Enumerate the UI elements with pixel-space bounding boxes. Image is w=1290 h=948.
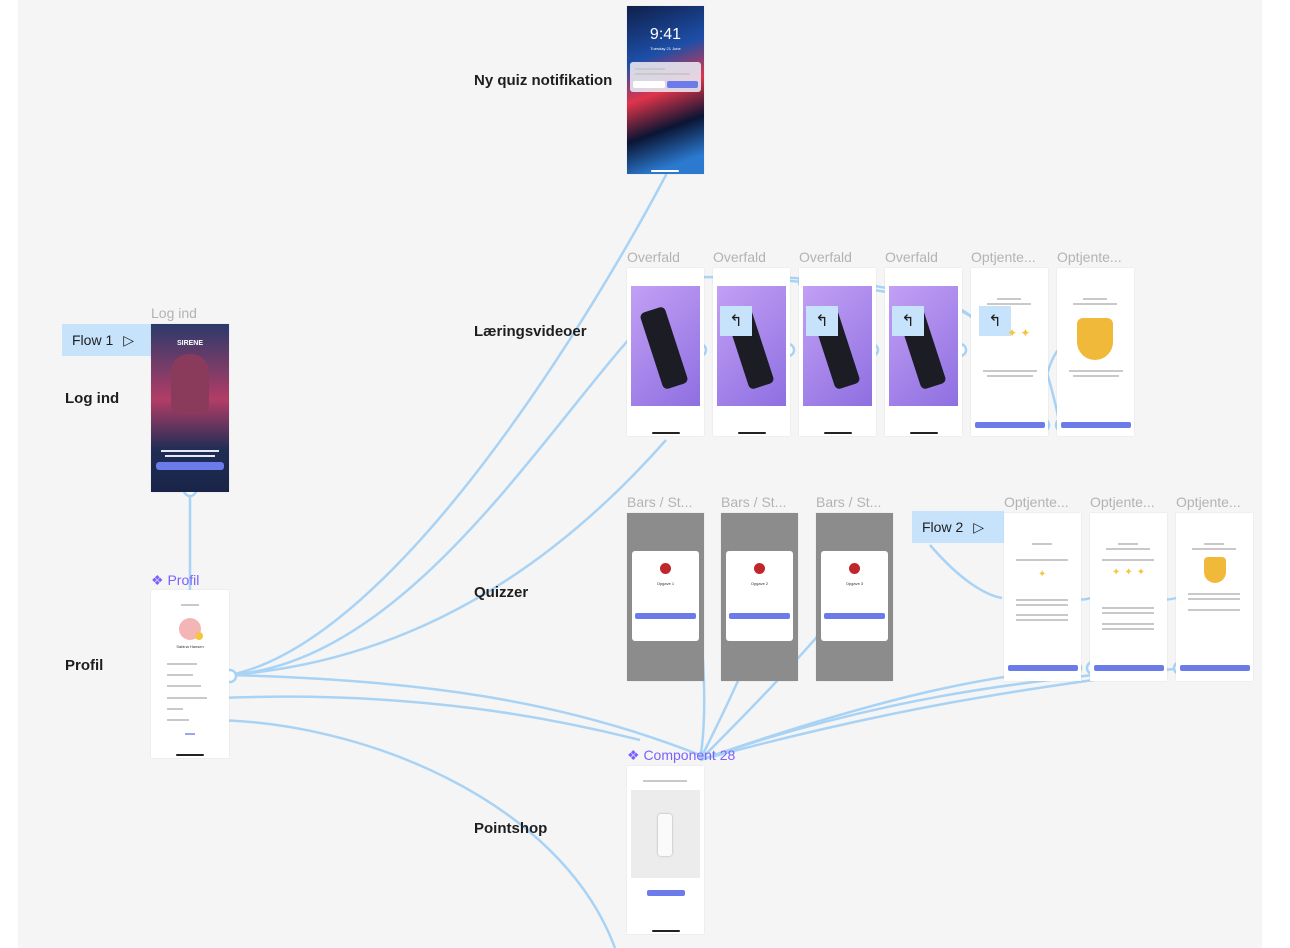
frame-earned-4[interactable]: ✦✦✦: [1090, 513, 1167, 681]
start-quiz-button[interactable]: [729, 613, 790, 619]
flow-2-label: Flow 2: [922, 519, 964, 535]
frame-earned-1[interactable]: ↰ ✦ ✦: [971, 268, 1048, 436]
frame-title-video-3: Overfald: [799, 249, 852, 265]
shield-badge-icon: [195, 632, 203, 640]
quiz-card[interactable]: Opgave 3: [821, 551, 888, 641]
star-icon: ✦: [1038, 569, 1047, 580]
video-thumbnail[interactable]: ↰: [803, 286, 872, 406]
profile-name: Sabina Hansen: [176, 644, 204, 649]
quiz-icon: [754, 563, 765, 574]
frame-video-2[interactable]: ↰: [713, 268, 790, 436]
quiz-icon: [660, 563, 671, 574]
frame-earned-2[interactable]: [1057, 268, 1134, 436]
frame-title-video-1: Overfald: [627, 249, 680, 265]
notification-banner[interactable]: [630, 62, 701, 92]
component-title-component-28: ❖ Component 28: [627, 747, 736, 763]
row-label-profile: Profil: [65, 657, 104, 674]
flow-2-start[interactable]: Flow 2 ▷: [912, 511, 1004, 543]
continue-button[interactable]: [1094, 665, 1164, 671]
frame-title-login: Log ind: [151, 305, 197, 321]
flow-1-start[interactable]: Flow 1 ▷: [62, 324, 152, 356]
start-quiz-button[interactable]: [635, 613, 696, 619]
frame-profile[interactable]: Sabina Hansen: [151, 590, 229, 758]
shield-badge-icon: [1204, 557, 1226, 583]
frame-title-quiz-3: Bars / St...: [816, 494, 882, 510]
quiz-card[interactable]: Opgave 1: [632, 551, 699, 641]
frame-title-quiz-2: Bars / St...: [721, 494, 787, 510]
frame-title-quiz-1: Bars / St...: [627, 494, 693, 510]
login-portrait: [171, 354, 209, 414]
star-icon: ✦ ✦: [1007, 326, 1031, 340]
frame-video-4[interactable]: ↰: [885, 268, 962, 436]
quiz-title: Opgave 3: [845, 581, 864, 586]
start-quiz-button[interactable]: [824, 613, 885, 619]
row-label-pointshop: Pointshop: [474, 820, 548, 837]
component-title-profile: ❖ Profil: [151, 572, 200, 588]
login-brand: SIRENE: [176, 340, 204, 347]
frame-quiz-3[interactable]: Opgave 3: [816, 513, 893, 681]
flow-1-label: Flow 1: [72, 332, 114, 348]
frame-video-3[interactable]: ↰: [799, 268, 876, 436]
product-image[interactable]: [631, 790, 700, 878]
frame-earned-3[interactable]: ✦: [1004, 513, 1081, 681]
back-arrow-icon: ↰: [720, 306, 752, 336]
star-icon: ✦✦✦: [1112, 567, 1150, 578]
back-arrow-icon: ↰: [979, 306, 1011, 336]
continue-button[interactable]: [1061, 422, 1131, 428]
frame-quiz-2[interactable]: Opgave 2: [721, 513, 798, 681]
frame-title-video-2: Overfald: [713, 249, 766, 265]
quiz-title: Opgave 2: [750, 581, 769, 586]
back-arrow-icon: ↰: [892, 306, 924, 336]
row-label-login: Log ind: [65, 390, 120, 407]
row-label-quizzes: Quizzer: [474, 584, 529, 601]
frame-pointshop[interactable]: [627, 766, 704, 934]
lockscreen-date: Tuesday 21 June: [650, 46, 681, 51]
frame-title-video-4: Overfald: [885, 249, 938, 265]
video-thumbnail[interactable]: ↰: [717, 286, 786, 406]
lockscreen-time: 9:41: [649, 26, 682, 43]
frame-notification-lockscreen[interactable]: 9:41 Tuesday 21 June: [627, 6, 704, 174]
quiz-title: Opgave 1: [656, 581, 675, 586]
frame-quiz-1[interactable]: Opgave 1: [627, 513, 704, 681]
quiz-icon: [849, 563, 860, 574]
buy-button[interactable]: [647, 890, 685, 896]
continue-button[interactable]: [975, 422, 1045, 428]
frame-title-earned-5: Optjente...: [1176, 494, 1241, 510]
shield-badge-icon: [1077, 318, 1113, 360]
quiz-card[interactable]: Opgave 2: [726, 551, 793, 641]
play-triangle-icon: ▷: [123, 331, 135, 348]
play-triangle-icon: ▷: [973, 518, 985, 535]
row-label-notification: Ny quiz notifikation: [474, 72, 613, 89]
login-button[interactable]: [156, 462, 224, 470]
video-thumbnail[interactable]: ↰: [889, 286, 958, 406]
frame-video-1[interactable]: [627, 268, 704, 436]
video-thumbnail[interactable]: [631, 286, 700, 406]
frame-title-earned-3: Optjente...: [1004, 494, 1069, 510]
back-arrow-icon: ↰: [806, 306, 838, 336]
frame-title-earned-1: Optjente...: [971, 249, 1036, 265]
frame-title-earned-2: Optjente...: [1057, 249, 1122, 265]
frame-login[interactable]: SIRENE: [151, 324, 229, 492]
continue-button[interactable]: [1008, 665, 1078, 671]
continue-button[interactable]: [1180, 665, 1250, 671]
frame-earned-5[interactable]: [1176, 513, 1253, 681]
frame-title-earned-4: Optjente...: [1090, 494, 1155, 510]
row-label-videos: Læringsvideoer: [474, 323, 587, 340]
